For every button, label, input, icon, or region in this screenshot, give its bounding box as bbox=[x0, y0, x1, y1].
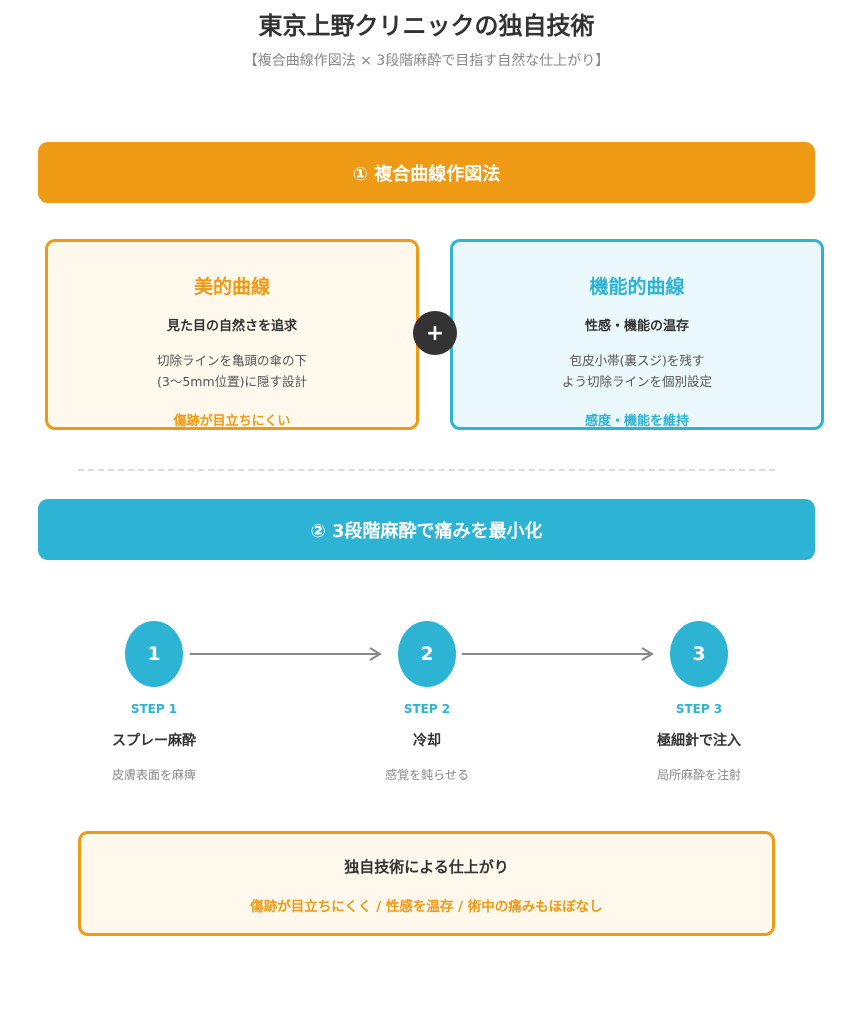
step-title: スプレー麻酔 bbox=[112, 733, 196, 749]
card-desc-line: よう切除ラインを個別設定 bbox=[561, 374, 712, 389]
card-desc-line: (3〜5mm位置)に隠す設計 bbox=[156, 374, 307, 389]
step-arrows bbox=[190, 647, 654, 661]
plus-icon: + bbox=[413, 311, 457, 355]
page-subtitle: 【複合曲線作図法 × 3段階麻酔で目指す自然な仕上がり】 bbox=[243, 53, 610, 69]
step-title: 極細針で注入 bbox=[657, 733, 741, 749]
arrowhead-icon bbox=[641, 647, 654, 661]
card-desc-line: 包皮小帯(裏スジ)を残す bbox=[569, 353, 705, 368]
card-footer: 感度・機能を維持 bbox=[584, 414, 689, 429]
step-desc: 皮膚表面を麻痺 bbox=[111, 768, 196, 782]
card-footer: 傷跡が目立ちにくい bbox=[173, 414, 291, 429]
step-number-circle: 2 bbox=[398, 621, 456, 687]
arrowhead-icon bbox=[369, 647, 382, 661]
aesthetic-curve-card: 美的曲線 見た目の自然さを追求 切除ラインを亀頭の傘の下 (3〜5mm位置)に隠す… bbox=[45, 239, 419, 430]
step-label: STEP 1 bbox=[130, 702, 178, 716]
card-desc-line: 切除ラインを亀頭の傘の下 bbox=[156, 353, 307, 368]
step-3: 3 STEP 3 極細針で注入 局所麻酔を注射 bbox=[599, 621, 799, 783]
step-number-circle: 3 bbox=[670, 621, 728, 687]
card-subheading: 見た目の自然さを追求 bbox=[166, 319, 297, 334]
step-2: 2 STEP 2 冷却 感覚を鈍らせる bbox=[327, 621, 527, 783]
functional-curve-card: 機能的曲線 性感・機能の温存 包皮小帯(裏スジ)を残すよう切除ラインを個別設定 … bbox=[450, 239, 824, 430]
step-desc: 感覚を鈍らせる bbox=[385, 768, 469, 782]
page-title: 東京上野クリニックの独自技術 bbox=[258, 12, 595, 40]
card-heading: 機能的曲線 bbox=[589, 276, 685, 298]
section-banner-curve-method: ① 複合曲線作図法 bbox=[38, 142, 815, 203]
section-divider bbox=[78, 469, 775, 471]
card-heading: 美的曲線 bbox=[193, 276, 270, 298]
section-banner-anesthesia: ② 3段階麻酔で痛みを最小化 bbox=[38, 499, 815, 560]
step-label: STEP 2 bbox=[403, 702, 451, 716]
result-summary-box: 独自技術による仕上がり 傷跡が目立ちにくく / 性感を温存 / 術中の痛みもほぼ… bbox=[78, 831, 775, 936]
step-number-circle: 1 bbox=[125, 621, 183, 687]
result-title: 独自技術による仕上がり bbox=[344, 858, 509, 876]
card-subheading: 性感・機能の温存 bbox=[584, 319, 689, 334]
result-desc: 傷跡が目立ちにくく / 性感を温存 / 術中の痛みもほぼなし bbox=[250, 899, 603, 915]
step-title: 冷却 bbox=[413, 733, 441, 749]
step-1: 1 STEP 1 スプレー麻酔 皮膚表面を麻痺 bbox=[54, 621, 254, 783]
step-label: STEP 3 bbox=[675, 702, 723, 716]
step-desc: 局所麻酔を注射 bbox=[656, 768, 741, 782]
